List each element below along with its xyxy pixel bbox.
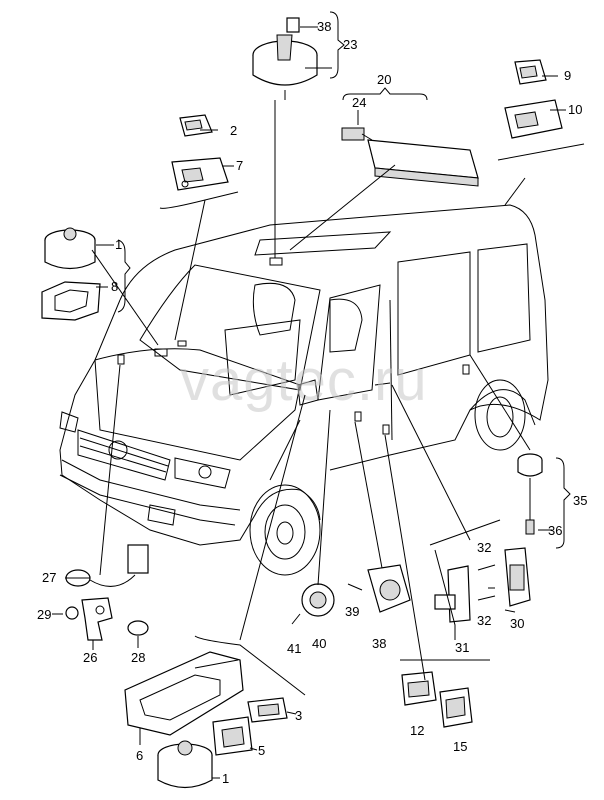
leader-lines bbox=[52, 11, 585, 779]
part-20-switch-module bbox=[341, 127, 479, 187]
part-30-door-switch bbox=[477, 547, 531, 607]
part-1-mirror-switch-lower bbox=[157, 740, 213, 789]
callout-31: 31 bbox=[455, 640, 469, 655]
callout-labels: 38 23 20 24 2 7 9 10 1 8 35 36 27 29 26 … bbox=[37, 19, 587, 786]
callout-40: 40 bbox=[312, 636, 326, 651]
callout-5: 5 bbox=[258, 743, 265, 758]
part-8-bezel-upper bbox=[41, 281, 101, 321]
part-31-bracket bbox=[434, 565, 471, 623]
callout-2: 2 bbox=[230, 123, 237, 138]
watermark: vagtec.ru bbox=[180, 348, 428, 413]
part-9-switch bbox=[514, 59, 547, 85]
part-21-rotary-switch bbox=[252, 17, 318, 100]
part-38-switch-body bbox=[347, 564, 411, 613]
part-1-mirror-switch-upper bbox=[44, 227, 96, 270]
callout-1-lower: 1 bbox=[222, 771, 229, 786]
part-6-console bbox=[124, 651, 244, 736]
callout-41: 41 bbox=[287, 641, 301, 656]
callout-28: 28 bbox=[131, 650, 145, 665]
callout-35: 35 bbox=[573, 493, 587, 508]
callout-39: 39 bbox=[345, 604, 359, 619]
callout-38: 38 bbox=[372, 636, 386, 651]
callout-24: 38 bbox=[317, 19, 331, 34]
callout-30: 30 bbox=[510, 616, 524, 631]
part-7-switch-panel bbox=[171, 157, 229, 191]
part-12-switch bbox=[401, 671, 437, 706]
part-5-switch bbox=[212, 716, 253, 756]
callout-8: 8 bbox=[111, 279, 118, 294]
callout-29: 29 bbox=[37, 607, 51, 622]
callout-3: 3 bbox=[295, 708, 302, 723]
callout-7: 7 bbox=[236, 158, 243, 173]
callout-21: 23 bbox=[343, 37, 357, 52]
part-35-sensor bbox=[517, 453, 543, 535]
part-2-switch bbox=[179, 114, 213, 137]
part-10-switch-panel bbox=[504, 99, 563, 139]
callout-36: 36 bbox=[548, 523, 562, 538]
callout-15: 15 bbox=[453, 739, 467, 754]
callout-12: 12 bbox=[410, 723, 424, 738]
callout-9: 9 bbox=[564, 68, 571, 83]
callout-32-upper: 32 bbox=[477, 540, 491, 555]
part-3-switch bbox=[247, 697, 288, 723]
callout-23: 24 bbox=[352, 95, 366, 110]
part-27-29-26-28-cluster bbox=[65, 544, 149, 641]
callout-1-upper: 1 bbox=[115, 237, 122, 252]
van-illustration bbox=[59, 204, 549, 576]
callout-26: 26 bbox=[83, 650, 97, 665]
callout-20: 20 bbox=[377, 72, 391, 87]
callout-27: 27 bbox=[42, 570, 56, 585]
callout-32-lower: 32 bbox=[477, 613, 491, 628]
part-40-knob bbox=[291, 583, 335, 625]
part-15-switch bbox=[439, 687, 473, 728]
callout-6: 6 bbox=[136, 748, 143, 763]
callout-10: 10 bbox=[568, 102, 582, 117]
